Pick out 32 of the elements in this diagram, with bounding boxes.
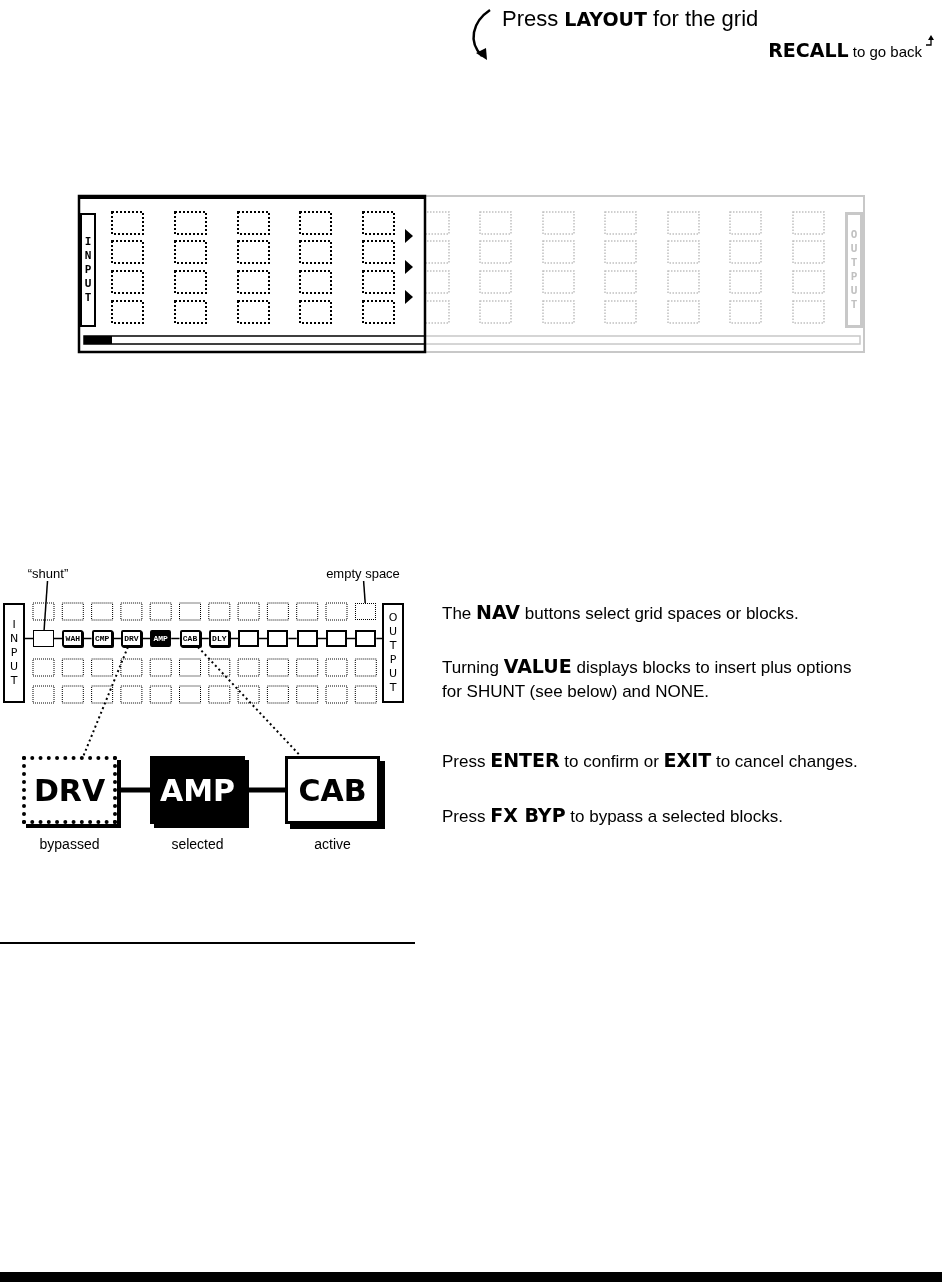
effect-block: CAB <box>179 630 201 647</box>
effect-block: DRV <box>120 630 142 647</box>
input-box: INPUT <box>80 213 96 327</box>
zoom-line <box>82 646 129 757</box>
empty-block-slot <box>296 630 318 647</box>
input-box: INPUT <box>3 603 25 703</box>
output-box: OUTPUT <box>382 603 404 703</box>
instruction-text: The NAV buttons select grid spaces or blocks. <box>442 600 800 625</box>
output-box: OUTPUT <box>846 213 862 327</box>
instruction-text: Press LAYOUT for the grid <box>502 5 760 33</box>
effect-block: CMP <box>91 630 113 647</box>
state-caption: active <box>313 836 352 852</box>
empty-block-slot <box>355 603 377 620</box>
empty-block-slot <box>355 630 377 647</box>
instruction-text: RECALL to go back <box>767 38 922 63</box>
state-caption: bypassed <box>38 836 101 852</box>
effect-block: WAH <box>62 630 84 647</box>
empty-block-slot <box>326 630 347 647</box>
empty-block-slot <box>238 630 260 647</box>
leader-line <box>362 580 366 604</box>
instruction-text: Press ENTER to confirm or EXIT to cancel changes. <box>442 748 859 773</box>
effect-block: DLY <box>208 630 230 647</box>
leader-line <box>43 580 49 631</box>
shunt-slot <box>33 630 54 647</box>
instruction-text: Press FX BYP to bypass a selected blocks. <box>442 803 784 828</box>
empty-block-slot <box>267 630 289 647</box>
zoom-line <box>197 646 302 757</box>
state-caption: selected <box>170 836 225 852</box>
callout-text: “shunt” <box>22 565 74 581</box>
effect-block: AMP <box>150 630 172 647</box>
instruction-text: Turning VALUE displays blocks to insert plus options for SHUNT (see below) and NONE. <box>442 654 853 703</box>
callout-text: empty space <box>320 565 406 581</box>
